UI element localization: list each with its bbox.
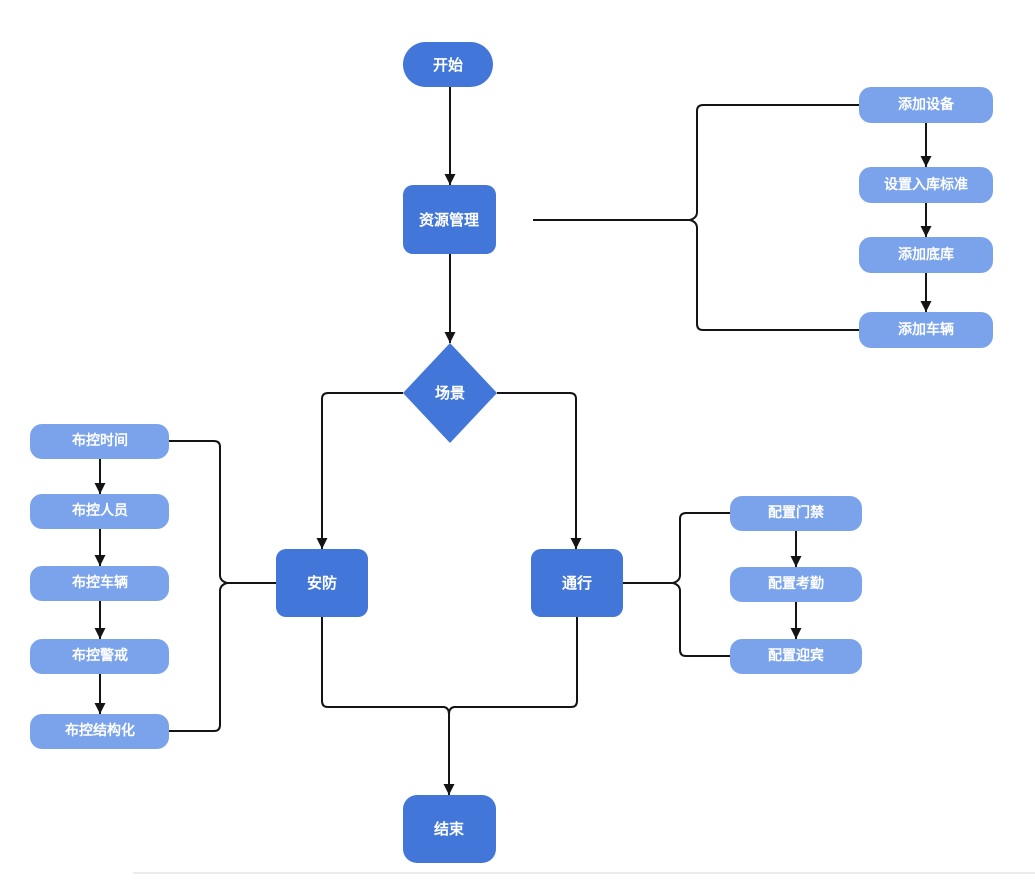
bracket-security-children [169, 440, 231, 732]
svg-text:开始: 开始 [433, 56, 463, 74]
svg-text:添加底库: 添加底库 [898, 246, 954, 263]
svg-text:添加设备: 添加设备 [898, 96, 955, 113]
node-ctrl-alert[interactable]: 布控警戒 [30, 639, 169, 674]
node-end[interactable]: 结束 [403, 795, 496, 863]
svg-text:场景: 场景 [435, 384, 465, 402]
svg-text:通行: 通行 [562, 574, 592, 592]
bracket-passage-children [669, 512, 730, 657]
edge-scene-passage [497, 392, 582, 549]
node-ctrl-struct[interactable]: 布控结构化 [30, 714, 169, 749]
node-security[interactable]: 安防 [276, 549, 368, 617]
node-ctrl-person[interactable]: 布控人员 [30, 494, 169, 529]
svg-text:布控结构化: 布控结构化 [65, 722, 135, 739]
svg-text:配置迎宾: 配置迎宾 [768, 647, 824, 664]
node-start[interactable]: 开始 [403, 42, 493, 87]
node-add-vehicle[interactable]: 添加车辆 [859, 312, 993, 348]
node-cfg-attend[interactable]: 配置考勤 [730, 567, 862, 602]
node-ctrl-vehicle[interactable]: 布控车辆 [30, 566, 169, 601]
node-ctrl-time[interactable]: 布控时间 [30, 424, 169, 459]
node-cfg-access[interactable]: 配置门禁 [730, 496, 862, 531]
svg-text:配置考勤: 配置考勤 [768, 575, 824, 592]
edge-passage-end [448, 617, 578, 715]
svg-text:资源管理: 资源管理 [419, 211, 479, 229]
node-cfg-welcome[interactable]: 配置迎宾 [730, 639, 862, 674]
svg-text:布控时间: 布控时间 [72, 432, 128, 449]
svg-text:结束: 结束 [434, 820, 465, 838]
svg-text:布控人员: 布控人员 [72, 502, 128, 519]
edge-security-end [321, 617, 455, 795]
svg-text:布控警戒: 布控警戒 [72, 647, 128, 664]
node-passage[interactable]: 通行 [531, 549, 623, 617]
node-add-device[interactable]: 添加设备 [859, 87, 993, 123]
bracket-resource-children [686, 104, 859, 331]
node-scene[interactable]: 场景 [403, 343, 497, 443]
svg-text:配置门禁: 配置门禁 [768, 504, 824, 521]
node-add-base[interactable]: 添加底库 [859, 237, 993, 273]
edge-scene-security [316, 392, 403, 549]
node-resource[interactable]: 资源管理 [403, 185, 496, 254]
svg-text:布控车辆: 布控车辆 [72, 574, 128, 591]
node-set-standard[interactable]: 设置入库标准 [859, 167, 993, 203]
svg-text:安防: 安防 [307, 574, 337, 592]
svg-text:设置入库标准: 设置入库标准 [884, 176, 968, 193]
svg-text:添加车辆: 添加车辆 [898, 321, 954, 338]
